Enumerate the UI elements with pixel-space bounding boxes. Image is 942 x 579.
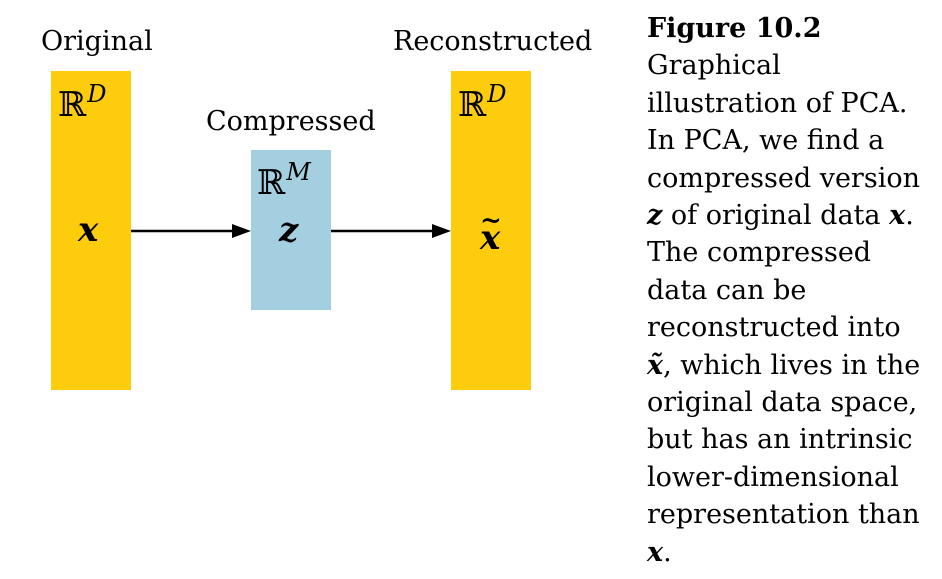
reconstructed-label: Reconstructed [393, 26, 593, 57]
compressed-variable: z [279, 210, 299, 250]
compressed-label: Compressed [206, 106, 376, 137]
caption-title: Figure 10.2 [647, 13, 822, 44]
original-space-label: ℝD [58, 82, 107, 122]
decode-arrow [331, 224, 451, 238]
reconstructed-variable: x ~ [480, 208, 502, 258]
caption-punct: . [663, 536, 672, 568]
encode-arrow [131, 224, 251, 238]
caption-var-z: z [647, 200, 663, 232]
reconstructed-space-label: ℝD [458, 82, 507, 122]
space-base: ℝ [58, 85, 87, 125]
caption-var-x-tilde: x̃ [647, 349, 664, 381]
reconstructed-variable-letter: x [480, 218, 501, 258]
space-base: ℝ [257, 163, 286, 203]
caption-line: compressed version [647, 162, 920, 194]
reconstructed-space-bar [451, 71, 531, 390]
compressed-space-label: ℝM [257, 160, 311, 200]
caption-line: In PCA, we find a [647, 125, 885, 157]
space-base: ℝ [458, 85, 487, 125]
caption-line: data can be [647, 274, 807, 306]
caption-punct: . [905, 200, 914, 232]
compressed-space-bar [251, 150, 331, 310]
space-exponent: D [487, 80, 507, 108]
space-exponent: D [87, 80, 107, 108]
caption-line: illustration of PCA. [647, 87, 908, 119]
caption-line: , which lives in the [663, 349, 921, 381]
caption-var-x: x [647, 536, 664, 568]
caption-var-x: x [889, 200, 906, 232]
caption-line: of original data [662, 200, 890, 232]
caption-line: The compressed [647, 237, 872, 269]
original-variable: x [78, 210, 99, 250]
tilde-accent: ~ [480, 206, 502, 236]
caption-line: Graphical [647, 50, 781, 82]
caption-line: original data space, [647, 387, 918, 419]
original-label: Original [41, 26, 153, 57]
caption-line: reconstructed into [647, 312, 901, 344]
caption-line: representation than [647, 499, 920, 531]
caption-line: lower-dimensional [647, 461, 899, 493]
space-exponent: M [286, 158, 311, 186]
caption-line: but has an intrinsic [647, 424, 913, 456]
figure-caption: Figure 10.2 Graphical illustration of PC… [647, 10, 937, 571]
original-space-bar [51, 71, 131, 390]
